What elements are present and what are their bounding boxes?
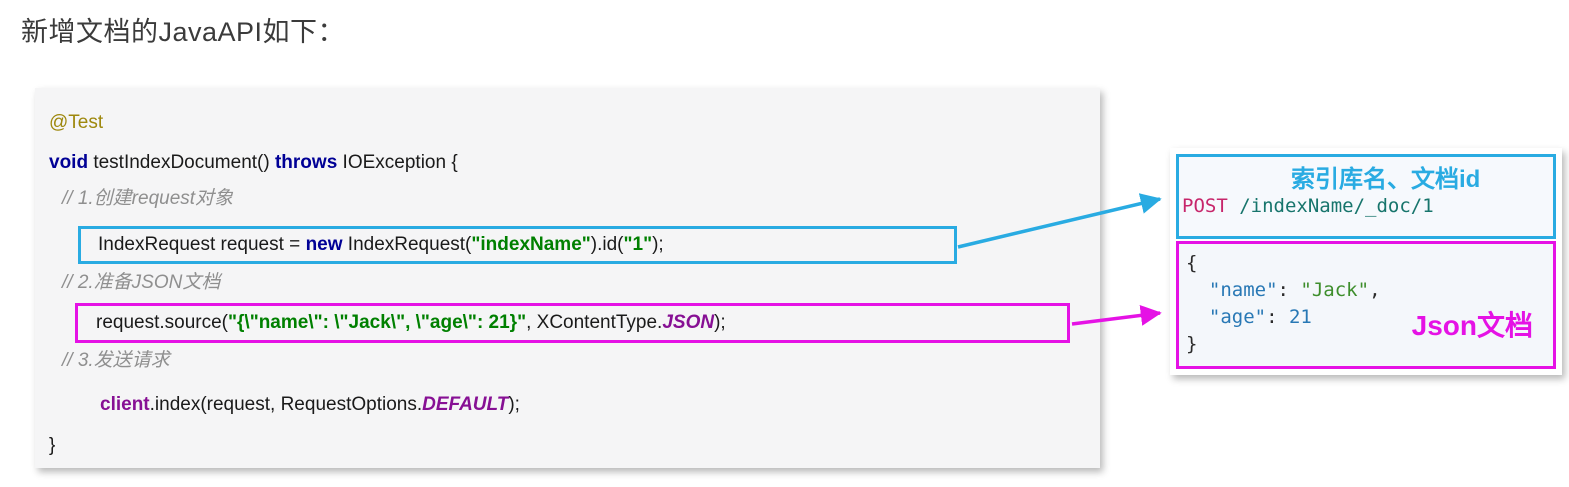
code-line-request-source: request.source("{\"name\": \"Jack\", \"a…: [96, 312, 726, 333]
json-line: "name": "Jack",: [1208, 279, 1381, 301]
index-callout-box: 索引库名、文档id POST /indexName/_doc/1: [1176, 154, 1556, 239]
code-comment-1: // 1.创建request对象: [62, 188, 234, 209]
code-line-closing-brace: }: [49, 435, 56, 456]
json-line: "age": 21: [1208, 306, 1312, 328]
json-document: { "name": "Jack", "age": 21 }: [1179, 244, 1553, 358]
code-comment-3: // 3.发送请求: [62, 350, 170, 371]
json-line: }: [1186, 333, 1198, 355]
callout-panel: 索引库名、文档id POST /indexName/_doc/1 { "name…: [1170, 148, 1562, 375]
code-line-annotation: @Test: [49, 112, 104, 133]
code-line-index-request: IndexRequest request = new IndexRequest(…: [98, 234, 664, 255]
java-code-block: @Test void testIndexDocument() throws IO…: [35, 88, 1100, 468]
code-line-method-signature: void testIndexDocument() throws IOExcept…: [49, 152, 458, 173]
json-callout-box: { "name": "Jack", "age": 21 } Json文档: [1176, 241, 1556, 369]
index-callout-title: 索引库名、文档id: [1291, 166, 1481, 193]
highlight-box-index-request: IndexRequest request = new IndexRequest(…: [78, 226, 957, 264]
code-line-client-index: client.index(request, RequestOptions.DEF…: [100, 394, 520, 415]
json-line: {: [1186, 252, 1198, 274]
page-title: 新增文档的JavaAPI如下：: [21, 17, 346, 47]
code-comment-2: // 2.准备JSON文档: [62, 272, 221, 293]
http-request-line: POST /indexName/_doc/1: [1182, 195, 1434, 217]
json-doc-label: Json文档: [1411, 310, 1533, 341]
highlight-box-request-source: request.source("{\"name\": \"Jack\", \"a…: [75, 303, 1070, 343]
